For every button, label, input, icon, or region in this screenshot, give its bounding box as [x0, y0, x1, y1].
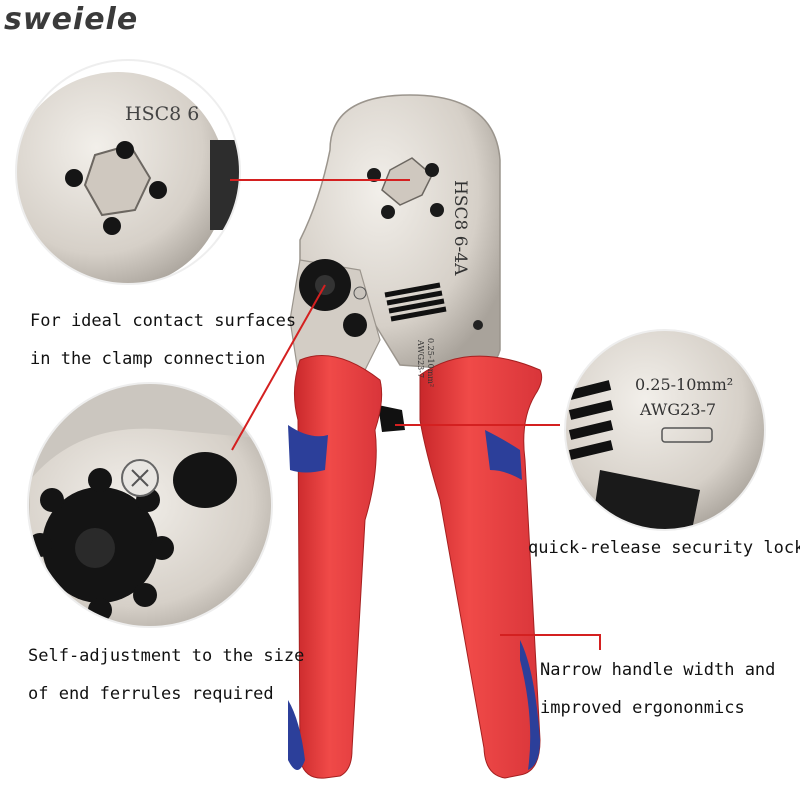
zoom-range-stamp: 0.25-10mm²	[635, 375, 733, 394]
model-stamp: HSC8 6-4A	[450, 180, 470, 276]
caption-contact: For ideal contact surfaces in the clamp …	[30, 302, 296, 378]
caption-lock: quick-release security lock	[528, 538, 800, 558]
zoom-awg-stamp: AWG23-7	[639, 400, 716, 419]
awg-stamp-small: AWG23-7	[416, 339, 425, 378]
range-stamp-small: 0.25-10mm²	[426, 338, 435, 387]
security-lock	[378, 405, 405, 432]
caption-contact-line2: in the clamp connection	[30, 349, 266, 369]
caption-handle: Narrow handle width and improved ergonon…	[540, 651, 775, 727]
tool-head	[299, 94, 501, 371]
spring	[384, 282, 447, 322]
callout-wheel	[231, 284, 326, 451]
zoom-model-stamp: HSC8 6	[125, 103, 199, 125]
crimp-die	[367, 157, 444, 219]
caption-self-adjust-line2: of end ferrules required	[28, 684, 274, 704]
zoom-lock-closeup: 0.25-10mm² AWG23-7	[565, 330, 765, 530]
zoom-wheel-closeup	[28, 383, 272, 627]
caption-handle-line2: improved ergononmics	[540, 698, 745, 718]
caption-handle-line1: Narrow handle width and	[540, 660, 776, 680]
zoom-die-closeup: HSC8 6	[16, 60, 240, 284]
callout-handle	[500, 634, 601, 650]
caption-contact-line1: For ideal contact surfaces	[30, 311, 297, 331]
brand-logo: sweiele	[4, 2, 139, 37]
caption-self-adjust: Self-adjustment to the size of end ferru…	[28, 637, 304, 713]
callout-lines	[230, 179, 601, 650]
right-handle	[419, 355, 543, 779]
left-handle	[294, 355, 383, 779]
crimping-tool: HSC8 6-4A 0.25-10mm² AWG23-7	[288, 94, 543, 779]
caption-self-adjust-line1: Self-adjustment to the size	[28, 646, 305, 666]
